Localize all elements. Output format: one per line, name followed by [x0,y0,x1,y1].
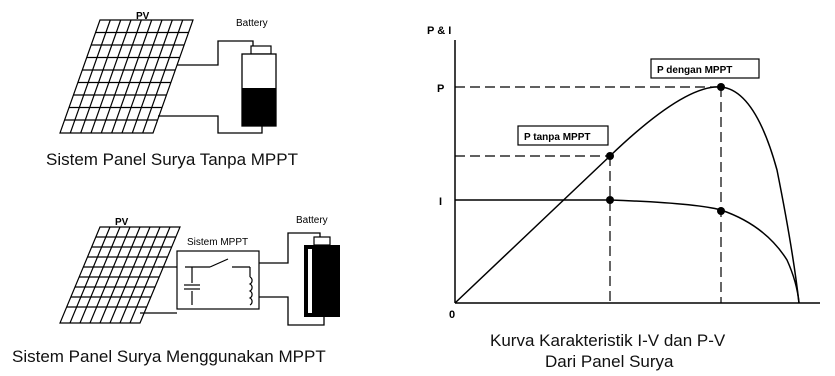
pv-label-top: PV [136,11,150,22]
curve-caption-line2: Dari Panel Surya [545,352,674,371]
annotation-without-mppt-text: P tanpa MPPT [524,132,591,143]
annotation-with-mppt: P dengan MPPT [650,58,760,79]
bottom-diagram: PV Sistem MPPT Battery [59,215,340,326]
annotation-without-mppt: P tanpa MPPT [517,125,609,146]
caption-without-mppt: Sistem Panel Surya Tanpa MPPT [46,150,298,169]
y-axis-label: P & I [427,25,451,37]
wires-top [158,40,263,134]
pv-panel-bottom [59,226,181,324]
point-without-mppt-power [606,152,614,160]
battery-top [241,45,277,127]
point-current-with-mppt [717,207,725,215]
p-tick-label: P [437,83,444,95]
origin-label: 0 [449,309,455,321]
wires-bottom-in [140,266,177,314]
pv-label-bottom: PV [115,217,129,228]
battery-bottom [304,236,340,317]
annotation-with-mppt-text: P dengan MPPT [657,65,732,76]
wires-bottom-out [259,232,325,326]
curve-caption-line1: Kurva Karakteristik I-V dan P-V [490,331,726,350]
top-diagram: PV Battery [59,11,277,134]
battery-label-bottom: Battery [296,215,328,226]
i-tick-label: I [439,196,442,208]
point-current-without-mppt [606,196,614,204]
caption-with-mppt: Sistem Panel Surya Menggunakan MPPT [12,347,326,366]
mppt-controller-label: Sistem MPPT [187,237,248,248]
axes [454,40,820,304]
point-with-mppt-power [717,83,725,91]
iv-pv-curve: P & I P I 0 P tanpa MPPT P dengan MPPT [427,25,820,321]
pv-panel-top [59,19,194,134]
battery-label-top: Battery [236,18,268,29]
guide-lines [455,86,722,303]
mppt-controller [176,250,260,310]
iv-curve [455,199,800,304]
pv-curve [454,86,800,304]
